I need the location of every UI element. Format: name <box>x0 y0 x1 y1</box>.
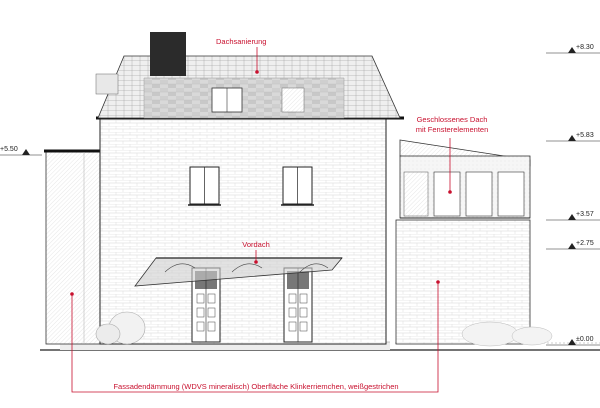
annotation-closed-roof-1: Geschlossenes Dach <box>417 115 488 124</box>
level-label-3: +5.50 <box>0 146 18 153</box>
roof <box>95 55 401 119</box>
main-facade <box>96 116 404 345</box>
door-right <box>283 267 313 343</box>
right-annex <box>395 219 531 345</box>
upper-window-left <box>188 166 221 206</box>
canopy <box>134 257 343 287</box>
leader-lines <box>70 47 452 393</box>
level-markers <box>0 47 600 346</box>
annotation-closed-roof-2: mit Fensterelementen <box>416 125 489 134</box>
level-label-5: +2.75 <box>576 240 594 247</box>
level-label-1: +8.30 <box>576 44 594 51</box>
upper-window-right <box>281 166 314 206</box>
conservatory <box>399 139 531 219</box>
level-label-4: +3.57 <box>576 211 594 218</box>
annotation-facade: Fassadendämmung (WDVS mineralisch) Oberf… <box>113 382 398 391</box>
level-label-2: +5.83 <box>576 132 594 139</box>
left-annex <box>44 149 102 345</box>
annotation-canopy: Vordach <box>242 240 270 249</box>
level-label-6: ±0.00 <box>576 336 594 343</box>
chimney <box>150 32 186 76</box>
shrubs <box>95 311 553 347</box>
annotation-roof: Dachsanierung <box>216 37 266 46</box>
